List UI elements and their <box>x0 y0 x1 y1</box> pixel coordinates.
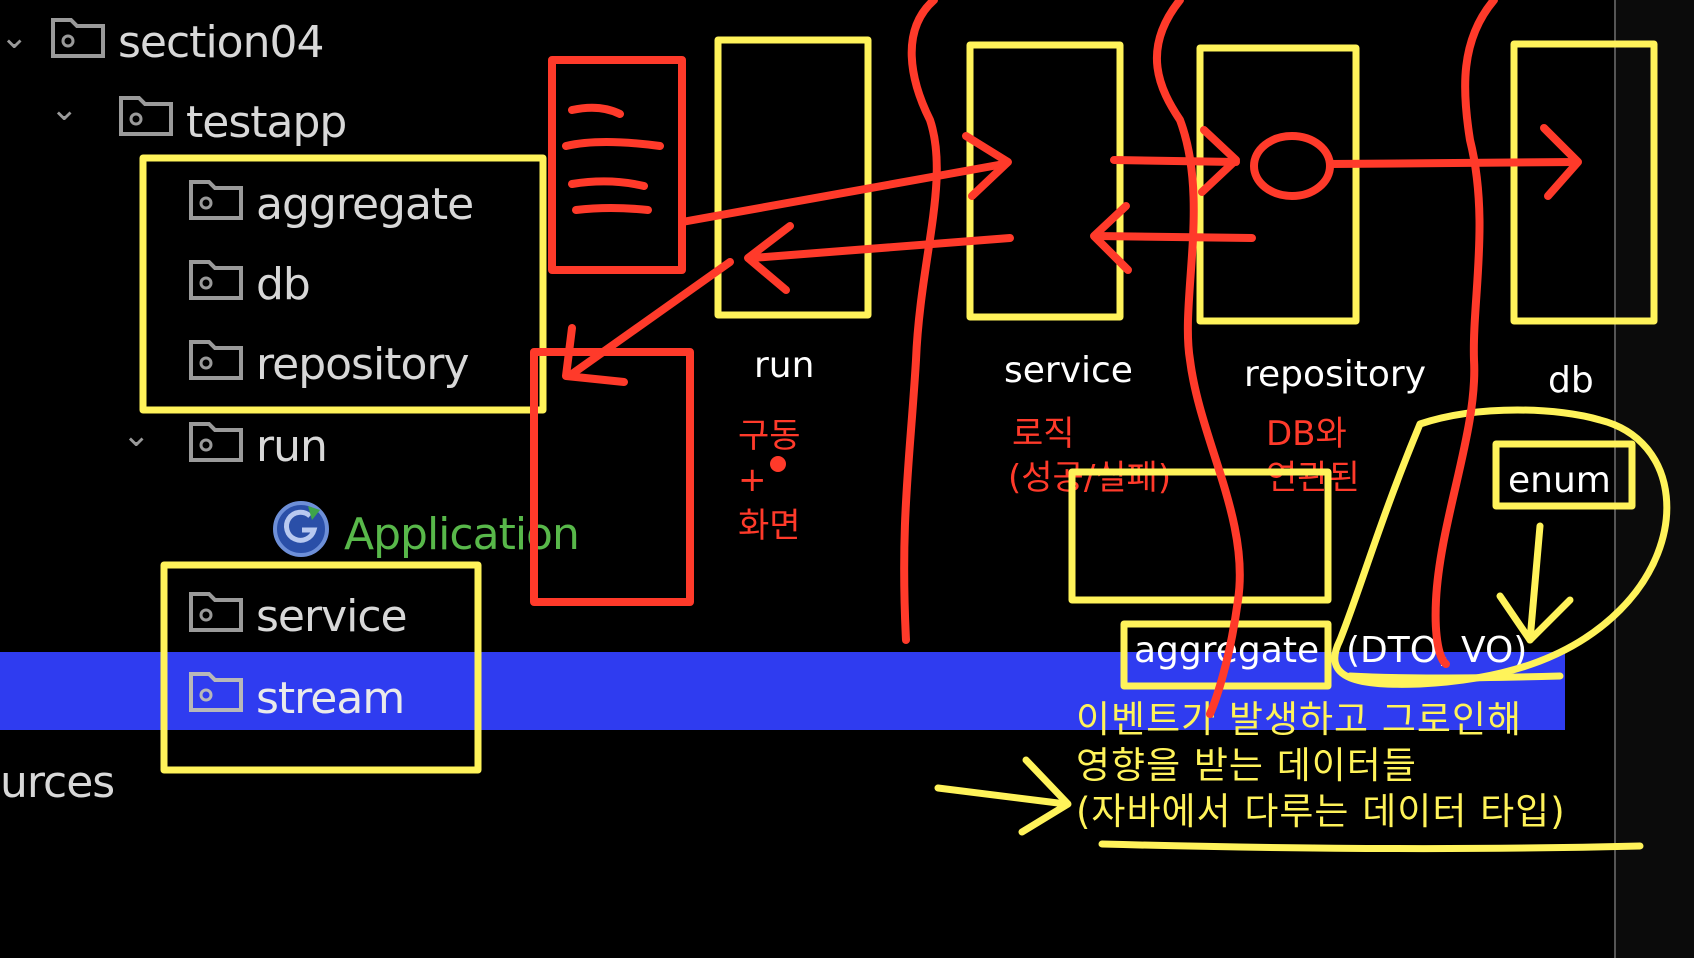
empty-yellow-box <box>1068 468 1332 604</box>
note-yellow-line2: 영향을 받는 데이터들 <box>1076 744 1417 787</box>
note-run-line3: 화면 <box>738 506 801 546</box>
tree-item-section04[interactable]: section04 <box>118 17 324 68</box>
tree-item-repository[interactable]: repository <box>256 339 469 390</box>
note-yellow-line1: 이벤트가 발생하고 그로인해 <box>1076 698 1523 741</box>
folder-icon <box>51 18 105 58</box>
arrow-repository-to-service <box>1092 232 1256 242</box>
layer-label-repository: repository <box>1244 354 1427 395</box>
tree-item-db[interactable]: db <box>256 259 311 310</box>
note-pointer-head <box>1018 756 1072 836</box>
layer-label-db: db <box>1548 360 1594 401</box>
layer-label-service: service <box>1004 350 1133 391</box>
chevron-down-icon[interactable]: ⌄ <box>50 89 79 129</box>
enum-label: enum <box>1508 460 1611 501</box>
tree-item-run[interactable]: run <box>256 421 328 472</box>
input-lines <box>562 103 664 214</box>
arrow-service-to-repository <box>1110 156 1240 166</box>
arrow-run-to-service <box>678 160 1008 226</box>
layer-box-run <box>714 36 872 319</box>
tree-item-stream[interactable]: stream <box>256 673 405 724</box>
selected-row-stream[interactable] <box>0 652 1565 730</box>
folder-icon <box>189 422 243 462</box>
enum-arrow-head <box>1496 592 1574 644</box>
arrow-repository-to-db <box>1326 158 1580 168</box>
folder-icon <box>189 592 243 632</box>
layer-box-db <box>1510 40 1658 325</box>
chevron-down-icon[interactable]: ⌄ <box>0 17 29 57</box>
folder-icon <box>189 340 243 380</box>
grouping-loop <box>1331 406 1671 688</box>
tree-item-application[interactable]: Application <box>344 509 580 560</box>
layer-label-run: run <box>754 345 815 386</box>
note-service-line1: 로직 <box>1012 414 1075 454</box>
red-annotations <box>530 0 1582 718</box>
output-box-red <box>530 348 694 606</box>
chevron-down-icon[interactable]: ⌄ <box>122 415 151 455</box>
highlight-box-service-stream <box>160 561 482 774</box>
enum-box <box>1492 440 1636 510</box>
input-box-red <box>548 56 686 274</box>
enum-arrow-line <box>1526 522 1544 644</box>
tree-item-testapp[interactable]: testapp <box>186 97 347 148</box>
boundary-line-3 <box>1431 0 1498 668</box>
note-run-line2: + <box>738 460 767 500</box>
layer-box-service <box>966 41 1124 321</box>
aggregate-box <box>1120 620 1332 690</box>
note-pointer-line <box>934 784 1070 808</box>
highlight-box-packages <box>139 154 547 414</box>
arrow-run-to-output <box>568 258 734 378</box>
folder-icon <box>189 180 243 220</box>
arrow-service-to-run <box>748 234 1014 262</box>
note-service-line2: (성공/실패) <box>1008 458 1172 498</box>
tree-item-aggregate[interactable]: aggregate <box>256 179 474 230</box>
tree-item-service[interactable]: service <box>256 591 408 642</box>
note-repository-line2: 연관된 <box>1266 458 1360 498</box>
note-underline <box>1098 840 1644 853</box>
boundary-line-2 <box>1153 0 1244 718</box>
note-run-line1: 구동 <box>738 416 801 456</box>
layer-box-repository <box>1196 44 1360 325</box>
folder-icon <box>189 260 243 300</box>
note-yellow-line3: (자바에서 다루는 데이터 타입) <box>1076 790 1566 833</box>
folder-icon <box>119 96 173 136</box>
tree-item-resources[interactable]: urces <box>0 757 115 808</box>
boundary-line-1 <box>900 0 941 644</box>
repository-node <box>1250 132 1334 200</box>
java-class-icon <box>273 501 329 557</box>
note-repository-line1: DB와 <box>1266 414 1347 454</box>
folder-icon <box>189 672 243 712</box>
yellow-annotations <box>139 36 1671 853</box>
